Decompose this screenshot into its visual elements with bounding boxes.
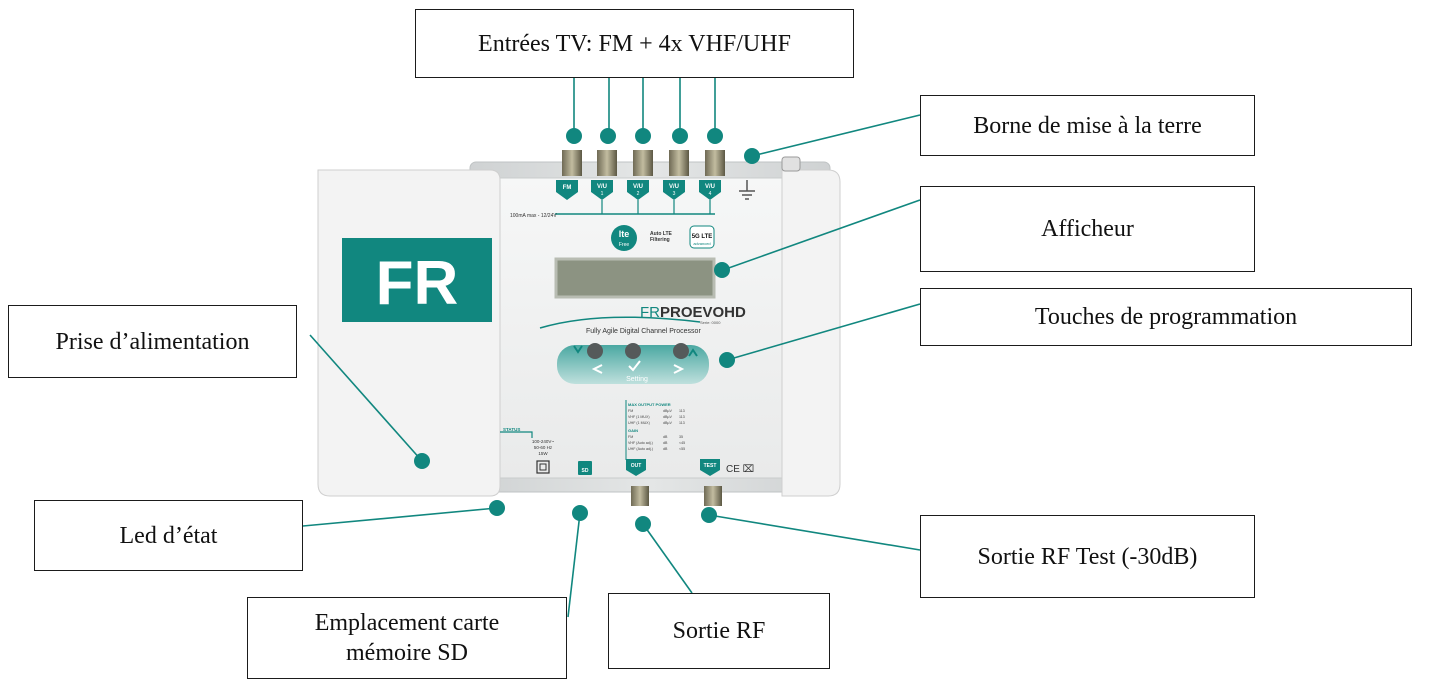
spec-row: dBµV: [663, 421, 672, 425]
spec-row: dB: [663, 441, 668, 445]
power-spec-line1: 100-240V~: [532, 439, 555, 444]
power-socket-inner: [539, 463, 547, 471]
label-sd-slot-line1: Emplacement carte: [314, 610, 500, 636]
label-rf-test-output: Sortie RF Test (-30dB): [920, 515, 1255, 598]
tag-vu3-number: 3: [673, 191, 676, 197]
chevron-down-icon: [573, 345, 583, 354]
arrow-left-icon: [591, 364, 603, 374]
spec-row: dBµV: [663, 415, 672, 419]
ground-terminal: [781, 156, 801, 172]
spec-row: FM: [628, 435, 633, 439]
right-cover: [781, 169, 841, 497]
spec-row: dB: [663, 435, 668, 439]
spec-row: 113: [679, 409, 685, 413]
key-down[interactable]: [587, 343, 603, 359]
anchor-dots: [414, 128, 760, 532]
spec-rows-output: FM dBµV 113 VHF (1 MUX) dBµV 113 UHF (1 …: [628, 409, 685, 425]
series-number: Serie: 0000: [700, 320, 721, 325]
status-led-mark: [500, 431, 533, 438]
label-display: Afficheur: [920, 186, 1255, 272]
device-subtitle: Fully Agile Digital Channel Processor: [586, 328, 701, 335]
spec-row: <45: [679, 441, 685, 445]
ce-marks: CE ⌧: [726, 464, 754, 475]
label-sd-slot: Emplacement carte mémoire SD: [247, 597, 567, 679]
chevron-up-icon: [688, 348, 698, 357]
spec-row: VHF (1 MUX): [628, 415, 650, 419]
spec-row: 35: [679, 435, 683, 439]
auto-lte-line1: Auto LTE: [650, 231, 673, 237]
spec-row: 113: [679, 415, 685, 419]
tag-vu2-number: 2: [637, 191, 640, 197]
input-tags: [556, 180, 721, 200]
rf-test-connector: [704, 486, 722, 506]
brand-prefix: FR: [640, 304, 660, 321]
spec-title-gain: GAIN: [628, 428, 638, 433]
input-connectors: [562, 150, 725, 176]
fiveg-badge: [689, 225, 715, 249]
keypad-swoosh: [539, 316, 701, 329]
power-socket: [536, 460, 550, 474]
bus-drops: [601, 200, 711, 214]
tag-vu4-number: 4: [709, 191, 712, 197]
spec-rows-gain: FM dB 35 VHF (Auto adj.) dB <45 UHF (Aut…: [628, 435, 685, 451]
device-panel: [494, 177, 796, 479]
spec-row: 113: [679, 421, 685, 425]
sd-tag: SD: [582, 468, 589, 474]
lcd-display: [554, 257, 716, 299]
spec-title-output: MAX OUTPUT POWER: [628, 402, 671, 407]
auto-lte-line2: Filtering: [650, 237, 670, 243]
tag-vu4-label: V/U: [705, 184, 715, 190]
leader-lines: [302, 78, 921, 618]
ground-symbol-icon: [739, 180, 755, 200]
lte-badge-sub: Free: [619, 242, 630, 248]
spec-row: UHF (1 MUX): [628, 421, 650, 425]
fiveg-badge-text: 5G LTE: [692, 234, 713, 240]
setting-label: Setting: [626, 376, 648, 383]
spec-row: UHF (Auto adj.): [628, 447, 653, 451]
spec-row: <55: [679, 447, 685, 451]
tag-fm-label: FM: [563, 185, 572, 191]
tag-vu1-number: 1: [601, 191, 604, 197]
label-power-socket: Prise d’alimentation: [8, 305, 297, 378]
label-status-led: Led d’état: [34, 500, 303, 571]
key-up[interactable]: [673, 343, 689, 359]
checkmark-icon: [628, 360, 641, 372]
out-tag-text: OUT: [631, 463, 642, 469]
brand-main: PROEVOHD: [660, 304, 746, 321]
tag-vu2-label: V/U: [633, 184, 643, 190]
arrow-right-icon: [673, 364, 685, 374]
label-inputs: Entrées TV: FM + 4x VHF/UHF: [415, 9, 854, 78]
fiveg-badge-sub: advanced: [693, 241, 710, 246]
spec-row: VHF (Auto adj.): [628, 441, 653, 445]
key-ok[interactable]: [625, 343, 641, 359]
test-tag-text: TEST: [704, 463, 717, 469]
label-sd-slot-line2: mémoire SD: [346, 640, 468, 666]
sd-card-icon: [578, 461, 592, 475]
lte-badge: [611, 225, 637, 251]
tag-vu3-label: V/U: [669, 184, 679, 190]
label-programming-keys: Touches de programmation: [920, 288, 1412, 346]
power-spec-line2: 50-60 Hz: [534, 445, 553, 450]
brand-name: FRPROEVOHD: [640, 304, 746, 321]
rf-out-connector: [631, 486, 649, 506]
fr-logo: FR: [376, 249, 459, 318]
spec-row: dBµV: [663, 409, 672, 413]
test-tag: [700, 459, 720, 476]
supply-note: 100mA max - 12/24V: [510, 213, 557, 219]
lte-badge-text: lte: [619, 229, 630, 239]
out-tag: [626, 459, 646, 476]
status-label: STATUS: [503, 427, 520, 432]
fr-logo-background: [342, 238, 492, 322]
spec-row: dB: [663, 447, 668, 451]
tag-vu1-label: V/U: [597, 184, 607, 190]
spec-row: FM: [628, 409, 633, 413]
power-spec-line3: 15W: [538, 451, 548, 456]
label-ground-terminal: Borne de mise à la terre: [920, 95, 1255, 156]
label-rf-output: Sortie RF: [608, 593, 830, 669]
